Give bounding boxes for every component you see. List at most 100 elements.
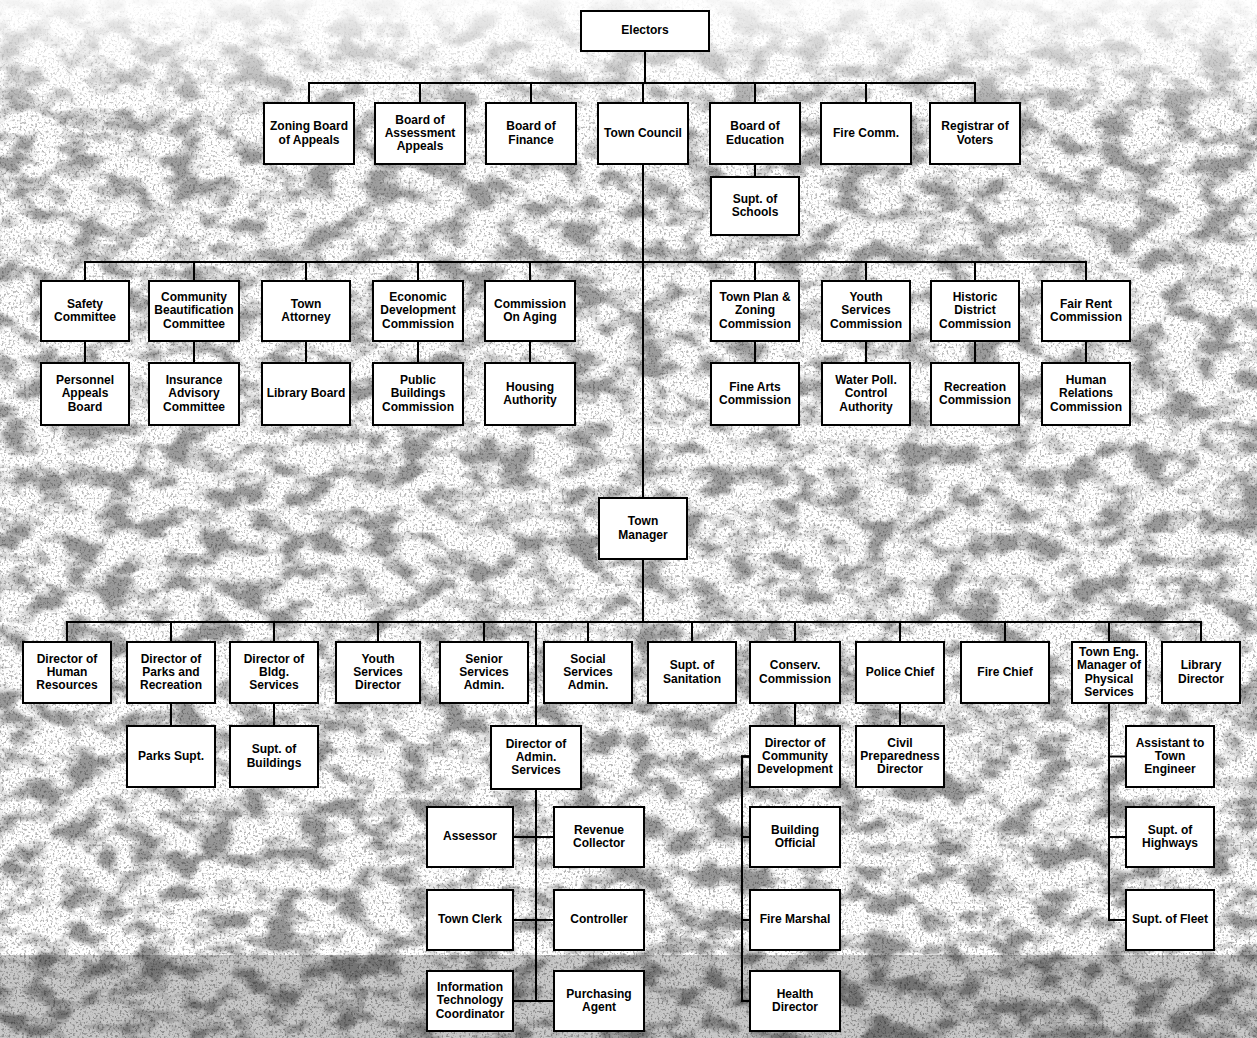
org-box: Fire Chief [960,641,1050,704]
connector-line [84,342,86,362]
connector-line [794,704,796,725]
connector-line [194,165,643,280]
connector-line [643,560,900,641]
org-box: Water Poll. Control Authority [821,362,911,426]
box-label: Registrar of Voters [934,120,1016,146]
box-label: Senior Services Admin. [444,653,524,693]
box-label: Commission On Aging [489,298,571,324]
box-label: Controller [558,913,640,926]
org-box: Director of Bldg. Services [229,641,319,704]
box-label: Water Poll. Control Authority [826,374,906,414]
connector-line [536,790,553,920]
box-label: Information Technology Coordinator [431,981,509,1021]
connector-line [1109,704,1125,757]
org-box: Town Manager [598,497,688,560]
org-box: Fire Comm. [820,102,912,165]
box-label: Assistant to Town Engineer [1130,737,1210,777]
box-label: Town Council [602,127,684,140]
connector-line [529,342,531,362]
connector-line [643,560,795,641]
connector-line [1085,342,1087,362]
org-box: Public Buildings Commission [372,362,464,426]
connector-line [643,165,1086,280]
box-label: Police Chief [860,666,940,679]
org-box: Historic District Commission [930,280,1020,342]
org-box: Director of Parks and Recreation [126,641,216,704]
connector-line [642,165,644,497]
connector-line [645,52,755,102]
connector-line [484,560,643,641]
connector-line [865,342,867,362]
org-box: Youth Services Commission [821,280,911,342]
connector-line [536,560,643,725]
org-box: Fire Marshal [749,889,841,951]
connector-line [171,560,643,641]
connector-line [645,52,866,102]
org-box: Assessor [426,806,514,868]
org-box: Supt. of Schools [710,176,800,236]
box-label: Social Services Admin. [548,653,628,693]
org-box: Social Services Admin. [543,641,633,704]
box-label: Youth Services Commission [826,291,906,331]
connector-line [588,560,643,641]
box-label: Conserv. Commission [754,659,836,685]
org-box: Town Attorney [261,280,351,342]
org-box: Supt. of Highways [1125,806,1215,868]
org-box: Board of Assessment Appeals [374,102,466,165]
connector-line [974,342,976,362]
org-box: Town Council [597,102,689,165]
org-box: Zoning Board of Appeals [263,102,355,165]
connector-line [417,342,419,362]
connector-line [643,560,1005,641]
org-box: Library Board [261,362,351,426]
connector-line [274,560,643,641]
box-label: Fair Rent Commission [1046,298,1126,324]
box-label: Historic District Commission [935,291,1015,331]
box-label: Town Plan & Zoning Commission [715,291,795,331]
org-box: Supt. of Sanitation [647,641,737,704]
org-box: Town Clerk [426,889,514,951]
connector-line [645,52,975,102]
box-label: Community Beautification Committee [153,291,235,331]
box-label: Fire Marshal [754,913,836,926]
box-label: Town Attorney [266,298,346,324]
box-label: Assessor [431,830,509,843]
box-label: Town Manager [603,515,683,541]
org-box: Housing Authority [484,362,576,426]
connector-line [643,560,1201,641]
connector-line [378,560,643,641]
org-box: Supt. of Fleet [1125,889,1215,951]
org-box: Town Eng. Manager of Physical Services [1071,641,1147,704]
box-label: Revenue Collector [558,824,640,850]
box-label: Youth Services Director [340,653,416,693]
box-label: Director of Bldg. Services [234,653,314,693]
org-box: Building Official [749,806,841,868]
org-box: Supt. of Buildings [229,725,319,788]
box-label: Director of Community Development [754,737,836,777]
org-box: Community Beautification Committee [148,280,240,342]
box-label: Economic Development Commission [377,291,459,331]
org-box: Assistant to Town Engineer [1125,725,1215,788]
connector-line [742,757,749,838]
org-box: Fine Arts Commission [710,362,800,426]
org-box: Recreation Commission [930,362,1020,426]
connector-line [514,790,536,1001]
box-label: Director of Admin. Services [495,738,577,778]
connector-line [85,165,643,280]
org-box: Civil Preparedness Director [855,725,945,788]
org-box: Parks Supt. [126,725,216,788]
box-label: Fire Chief [965,666,1045,679]
box-label: Building Official [754,824,836,850]
connector-line [273,704,275,725]
org-box: Board of Finance [485,102,577,165]
org-box: Commission On Aging [484,280,576,342]
connector-line [418,165,643,280]
org-box: Electors [580,10,710,52]
box-label: Health Director [754,988,836,1014]
box-label: Director of Parks and Recreation [131,653,211,693]
org-box: Insurance Advisory Committee [148,362,240,426]
connector-line [67,560,643,641]
box-label: Human Relations Commission [1046,374,1126,414]
org-box: Economic Development Commission [372,280,464,342]
connector-line [305,342,307,362]
